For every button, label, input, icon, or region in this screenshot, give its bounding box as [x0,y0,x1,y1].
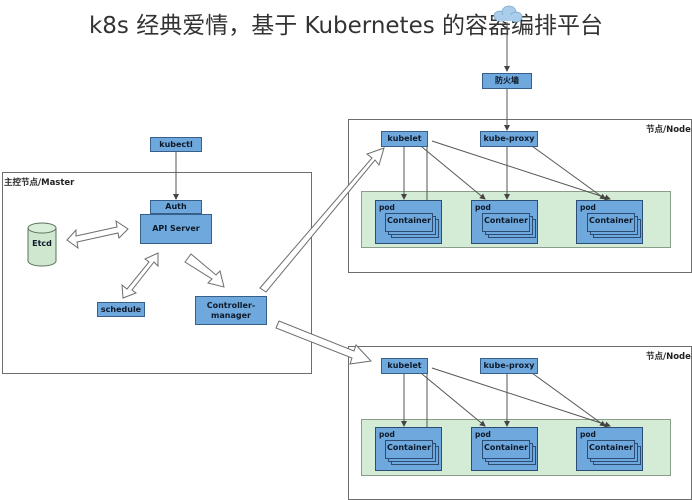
kube-proxy-box-2[interactable]: kube-proxy [480,358,538,374]
controller-node2-arrow [275,320,373,365]
container-1-1[interactable]: Container [385,213,433,232]
container-1-3[interactable]: Container [587,213,635,232]
n1-kubeproxy-pod3-line [531,145,606,200]
scheduler-box[interactable]: schedule [97,302,145,317]
firewall-box[interactable]: 防火墙 [482,73,532,89]
node-label-2: 节点/Node [646,352,691,362]
n2-kubeproxy-pod3-line [531,372,606,427]
kubectl-box[interactable]: kubectl [150,137,202,152]
pod-label: pod [475,430,491,439]
pod-label: pod [580,203,596,212]
controller-manager-label: Controller- manager [206,300,256,320]
pod-label: pod [379,203,395,212]
n1-kubelet-pod3-line [431,140,611,201]
etcd-cylinder[interactable]: Etcd [27,222,57,268]
container-2-1[interactable]: Container [385,440,433,459]
node-label-1: 节点/Node [646,125,691,135]
etcd-api-double-arrow [66,219,129,250]
kubelet-box-2[interactable]: kubelet [381,358,428,374]
pod-label: pod [379,430,395,439]
cloud-icon [493,5,523,23]
kube-proxy-box-1[interactable]: kube-proxy [480,131,538,147]
container-2-2[interactable]: Container [482,440,530,459]
auth-box[interactable]: Auth [150,200,202,214]
api-server-box[interactable]: API Server [140,214,212,244]
api-controller-arrow [184,253,225,288]
container-1-2[interactable]: Container [482,213,530,232]
controller-node1-arrow [259,147,385,293]
pod-label: pod [580,430,596,439]
n2-kubelet-pod2-line [421,373,486,427]
kubelet-box-1[interactable]: kubelet [381,131,428,147]
n2-kubelet-pod3-line [431,367,611,428]
pod-label: pod [475,203,491,212]
container-2-3[interactable]: Container [587,440,635,459]
database-icon [27,222,57,267]
api-schedule-double-arrow [121,252,159,299]
master-label: 主控节点/Master [4,178,75,188]
etcd-label: Etcd [32,239,52,248]
n1-kubelet-pod2-line [421,146,486,200]
controller-manager-box[interactable]: Controller- manager [195,296,267,325]
